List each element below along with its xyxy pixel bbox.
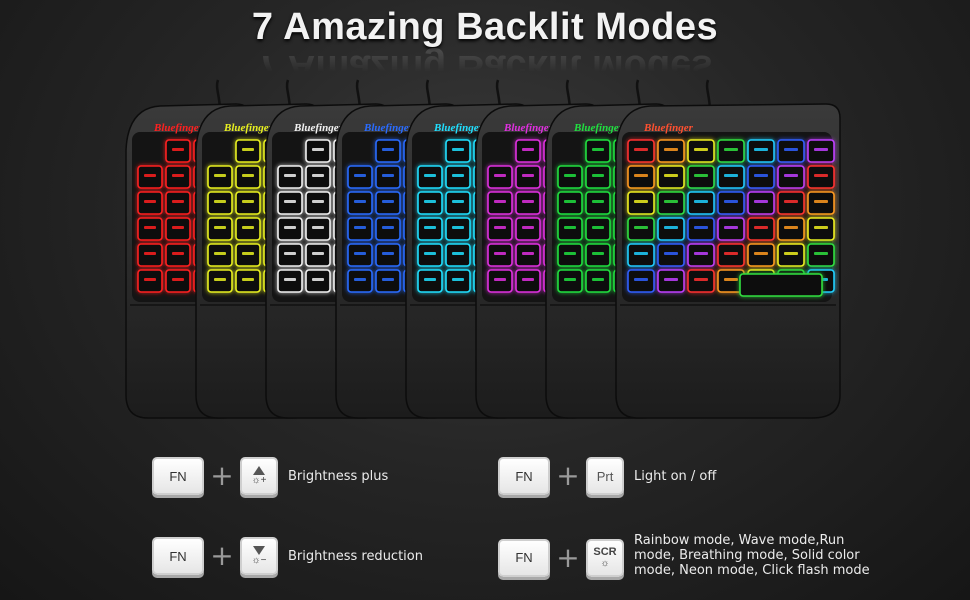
legend-brightness-plus: FN + ☼+ Brightness plus — [152, 457, 388, 495]
brand-logo: Bluefinger — [293, 122, 344, 134]
brand-logo: Bluefinger — [433, 122, 484, 134]
brand-logo: Bluefinger — [643, 122, 694, 134]
brand-logo: Bluefinger — [573, 122, 624, 134]
plus-sign: + — [556, 459, 580, 492]
scr-label: SCR — [593, 546, 617, 558]
legend-line: mode, Neon mode, Click flash mode — [634, 563, 870, 578]
keyboard-photo: Bluefinger Bluefinger Bluefinger Bluefinger… — [125, 79, 841, 419]
arrow-down-icon — [253, 546, 265, 555]
keyboard-unit: Bluefinger — [615, 79, 841, 419]
brand-logo: Bluefinger — [223, 122, 274, 134]
brightness-down-key: ☼− — [240, 537, 278, 575]
brightness-up-key: ☼+ — [240, 457, 278, 495]
brand-logo: Bluefinger — [153, 122, 204, 134]
legend-line: Rainbow mode, Wave mode,Run — [634, 533, 845, 548]
legend-light-modes: FN + SCR ☼ Rainbow mode, Wave mode,Run m… — [498, 533, 870, 578]
legend-text: Light on / off — [634, 468, 717, 484]
fn-key: FN — [152, 457, 204, 495]
plus-sign: + — [210, 459, 234, 492]
sun-plus-icon: ☼+ — [251, 475, 267, 486]
legend-text-multiline: Rainbow mode, Wave mode,Run mode, Breath… — [634, 533, 870, 578]
plus-sign: + — [556, 540, 580, 574]
page-title: 7 Amazing Backlit Modes — [251, 6, 719, 48]
fn-key: FN — [498, 457, 550, 495]
sun-icon: ☼ — [600, 558, 610, 569]
fn-key: FN — [152, 537, 204, 575]
prt-key: Prt — [586, 457, 624, 495]
keyboards-illustration: Bluefinger Bluefinger Bluefinger Bluefinger… — [125, 79, 841, 419]
legend-light-toggle: FN + Prt Light on / off — [498, 457, 716, 495]
fn-key: FN — [498, 538, 550, 577]
space-key — [739, 273, 823, 297]
legend-text: Brightness plus — [288, 468, 389, 484]
brand-logo: Bluefinger — [363, 122, 414, 134]
brand-logo: Bluefinger — [503, 122, 554, 134]
scr-key: SCR ☼ — [586, 538, 624, 577]
legend-text: Brightness reduction — [288, 548, 423, 564]
legend-line: mode, Breathing mode, Solid color — [634, 548, 860, 563]
plus-sign: + — [210, 539, 234, 572]
arrow-up-icon — [253, 466, 265, 475]
sun-minus-icon: ☼− — [251, 555, 267, 566]
legend-brightness-reduction: FN + ☼− Brightness reduction — [152, 537, 423, 575]
